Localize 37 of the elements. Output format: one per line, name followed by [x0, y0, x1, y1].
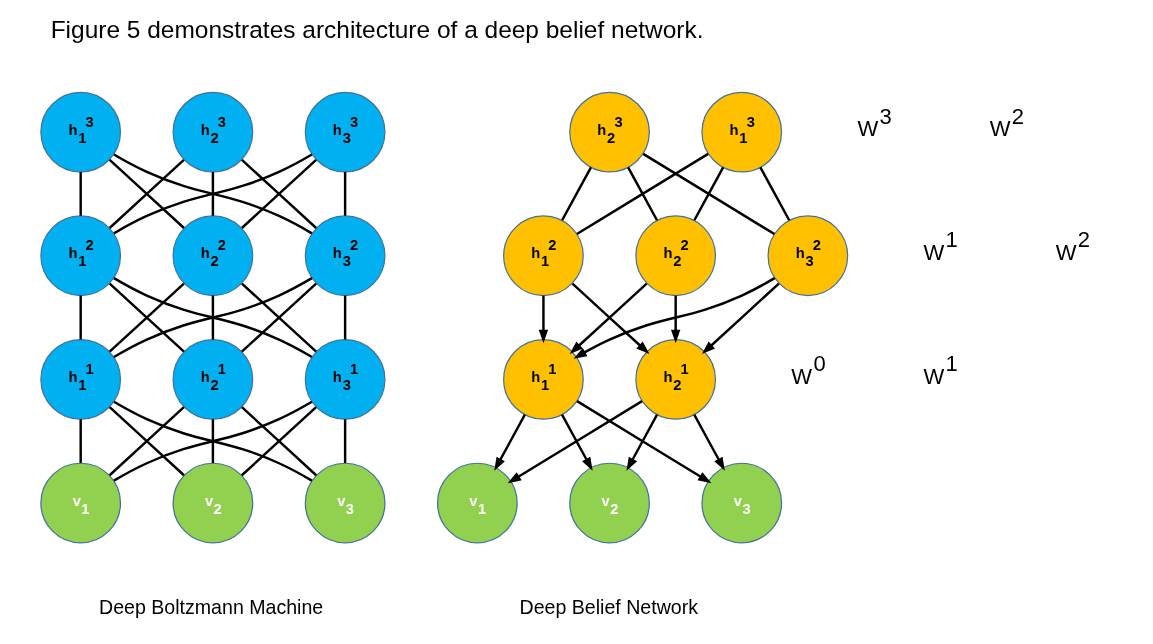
arrow [573, 277, 776, 359]
label: Deep Boltzmann Machine [99, 595, 324, 618]
connector [113, 400, 313, 482]
arrow [494, 414, 526, 471]
connector [343, 172, 347, 216]
label: Deep Belief Network [519, 595, 699, 618]
arrow [670, 295, 681, 344]
caption: Figure 5 demonstrates architecture of a deep belief network. [50, 15, 704, 43]
connector [79, 295, 82, 340]
connector [627, 166, 659, 221]
connector [108, 406, 185, 477]
connector [108, 159, 185, 229]
connector [79, 419, 82, 464]
arrow [701, 282, 780, 355]
connector [241, 159, 317, 229]
arrow [576, 400, 712, 484]
arrow [626, 414, 659, 471]
connector [241, 406, 317, 477]
connector [343, 295, 347, 340]
arrow [538, 295, 549, 344]
arrow [507, 400, 643, 484]
connector [211, 172, 215, 216]
connector [211, 295, 215, 340]
connector [108, 282, 185, 353]
connector [642, 152, 776, 236]
connector [693, 166, 725, 221]
arrow [693, 414, 725, 471]
connector [113, 277, 313, 359]
connector [113, 153, 313, 235]
connector [561, 166, 593, 221]
connector [759, 166, 791, 221]
connector [576, 152, 709, 236]
connector [241, 282, 317, 353]
connector [343, 419, 347, 464]
arrow [560, 414, 593, 471]
connector [211, 419, 215, 464]
connector [79, 172, 82, 216]
